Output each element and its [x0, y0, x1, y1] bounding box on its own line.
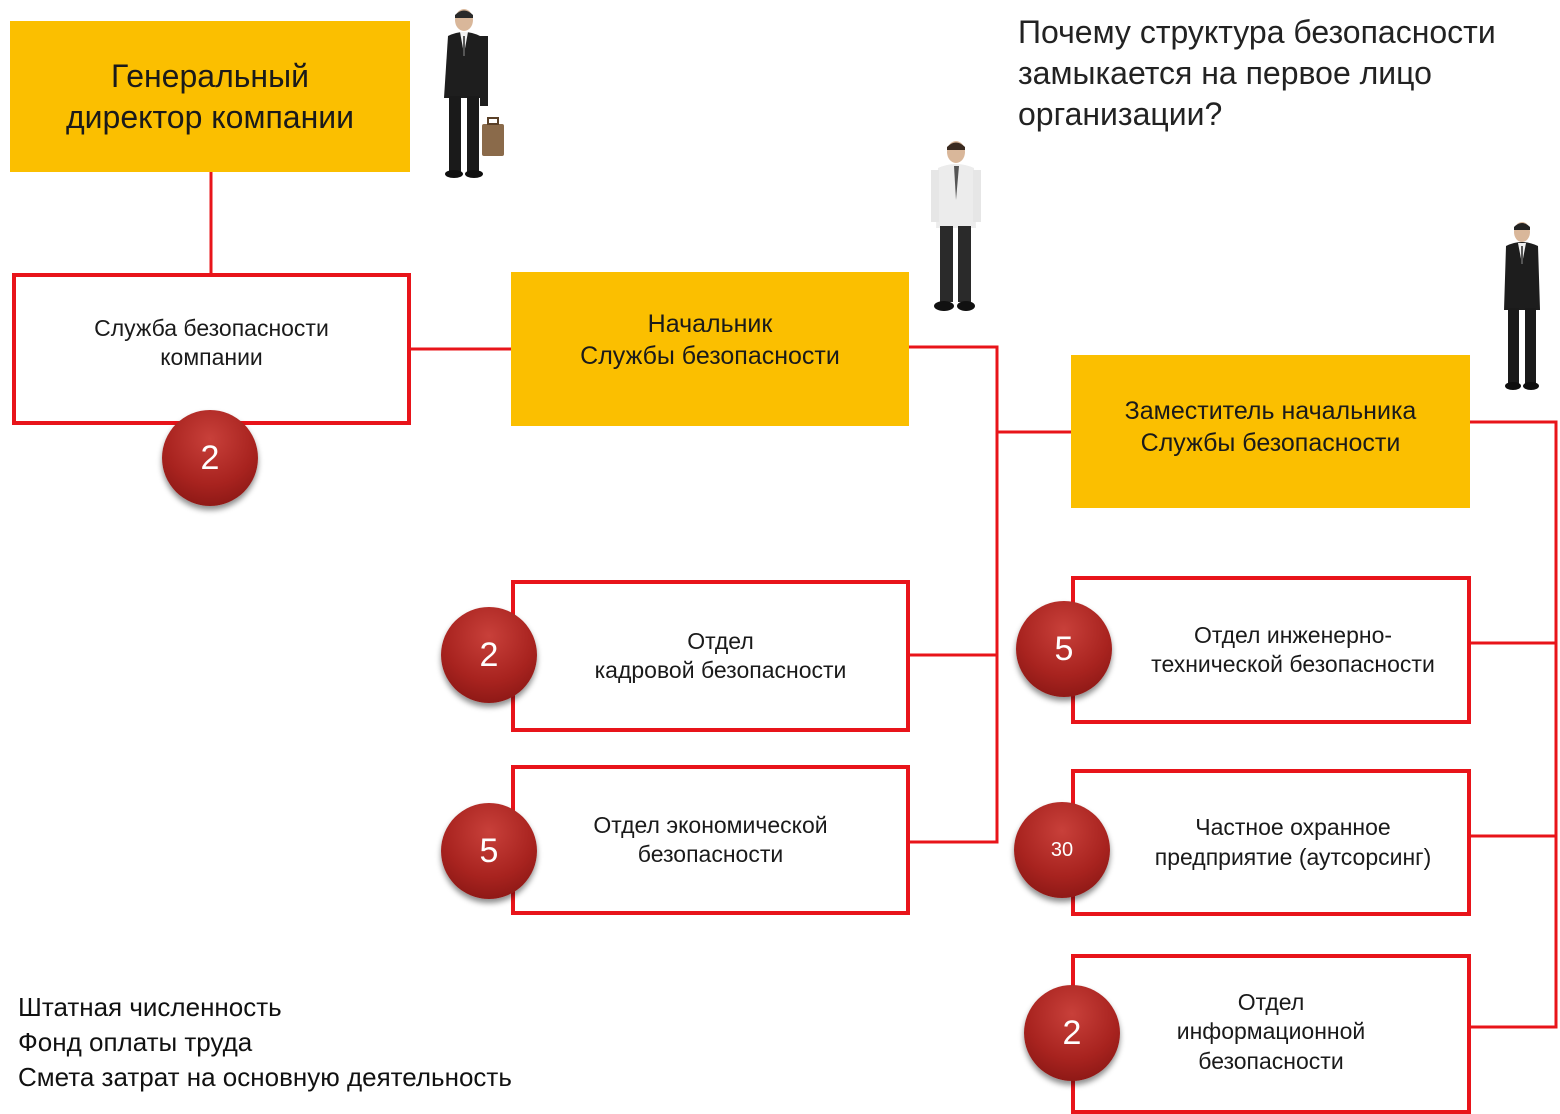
businessman-with-briefcase-icon [444, 9, 504, 178]
economic-security-department-box: Отдел экономической безопасности [511, 765, 910, 915]
info-line-2: информационной [1176, 1018, 1366, 1045]
economic-headcount-badge: 5 [441, 803, 537, 899]
question-line-1: Почему структура безопасности [1018, 14, 1496, 50]
deputy-head-box: Заместитель начальника Службы безопаснос… [1071, 355, 1470, 508]
head-line-1: Начальник [647, 310, 773, 338]
security-service-line-2: компании [160, 344, 263, 370]
information-security-department-box: Отдел информационной безопасности [1071, 954, 1471, 1114]
service-headcount-badge: 2 [162, 410, 258, 506]
info-line-1: Отдел [1237, 989, 1305, 1015]
metric-headcount: Штатная численность [18, 992, 282, 1022]
head-of-security-box: Начальник Службы безопасности [511, 272, 909, 426]
question-heading: Почему структура безопасности замыкается… [1018, 12, 1560, 135]
engineering-headcount-badge: 5 [1016, 601, 1112, 697]
question-line-2: замыкается на первое лицо [1018, 54, 1432, 91]
info-headcount-badge: 2 [1024, 985, 1120, 1081]
security-service-line-1: Служба безопасности [94, 314, 329, 341]
metric-payroll: Фонд оплаты труда [18, 1027, 253, 1058]
guard-line-1: Частное охранное [1195, 814, 1391, 841]
hr-security-department-box: Отдел кадровой безопасности [511, 580, 910, 732]
economic-line-1: Отдел экономической [593, 811, 828, 838]
security-service-box: Служба безопасности компании [12, 273, 411, 425]
hr-line-2: кадровой безопасности [594, 657, 847, 683]
metrics-list: Штатная численность Фонд оплаты труда См… [18, 990, 512, 1095]
ceo-line-1: Генеральный [111, 57, 309, 94]
businessman-suit-icon [1504, 222, 1540, 390]
ceo-line-2: директор компании [66, 98, 354, 135]
private-guard-box: Частное охранное предприятие (аутсорсинг… [1071, 769, 1471, 916]
metric-budget: Смета затрат на основную деятельность [18, 1062, 512, 1093]
hr-headcount-badge: 2 [441, 607, 537, 703]
ceo-box: Генеральный директор компании [10, 21, 410, 172]
businessman-shirt-icon [931, 141, 981, 311]
question-line-3: организации? [1018, 95, 1223, 132]
hr-line-1: Отдел [687, 627, 754, 654]
guard-headcount-badge: 30 [1014, 802, 1110, 898]
engineering-line-1: Отдел инженерно- [1193, 621, 1393, 648]
info-line-3: безопасности [1198, 1047, 1344, 1074]
guard-line-2: предприятие (аутсорсинг) [1154, 843, 1432, 870]
engineering-security-department-box: Отдел инженерно- технической безопасност… [1071, 576, 1471, 724]
engineering-line-2: технической безопасности [1151, 651, 1435, 677]
deputy-line-2: Службы безопасности [1140, 428, 1401, 457]
deputy-line-1: Заместитель начальника [1124, 396, 1417, 425]
economic-line-2: безопасности [637, 841, 784, 867]
head-line-2: Службы безопасности [580, 342, 840, 370]
